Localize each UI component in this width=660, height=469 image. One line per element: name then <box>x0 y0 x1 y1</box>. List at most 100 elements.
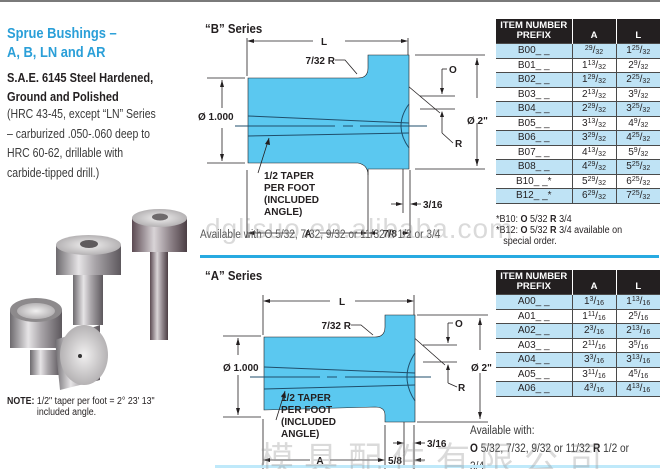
available-label: Available with: <box>470 425 535 437</box>
subtitle-line-2: Ground and Polished <box>7 89 119 104</box>
desc-line: HRC 60-62, drillable with <box>7 146 124 160</box>
l-cell: 525/32 <box>615 159 660 175</box>
sprue-bushings-photo <box>10 209 187 390</box>
small-diameter-label: Ø 1.000 <box>223 363 259 374</box>
l-cell: 45/16 <box>615 367 660 382</box>
fraction-value: 213/16 <box>626 325 651 337</box>
fraction-value: 113/32 <box>582 59 606 71</box>
bottom-divider <box>215 465 660 468</box>
col-header-a: A <box>571 270 616 295</box>
prefix-cell: B02_ _ <box>496 72 572 88</box>
l-cell: 325/32 <box>615 101 660 117</box>
a-cell: 413/32 <box>571 145 616 160</box>
desc-line: carbide-tipped drill.) <box>7 165 100 180</box>
fraction-value: 35/16 <box>628 339 649 351</box>
orifice-label: O <box>455 319 463 330</box>
table-row: B02_ _129/32 225/32 <box>496 72 660 88</box>
l-cell: 59/32 <box>615 145 660 160</box>
prefix-cell: B06_ _ <box>496 130 572 146</box>
taper-label: (INCLUDED <box>281 417 336 428</box>
l-cell: 113/16 <box>615 294 660 310</box>
prefix-cell: A03_ _ <box>496 338 572 353</box>
a-cell: 629/32 <box>571 188 616 204</box>
prefix-cell: B00_ _ <box>496 43 572 59</box>
a-cell: 313/32 <box>571 116 616 131</box>
recess-label: 3/16 <box>427 439 447 450</box>
a-cell: 229/32 <box>571 101 616 117</box>
fraction-value: 629/32 <box>582 190 606 202</box>
a-cell: 111/16 <box>571 309 616 324</box>
large-diameter-label: Ø 2" <box>467 116 488 127</box>
fraction-value: 211/16 <box>582 339 606 351</box>
fraction-value: 429/32 <box>582 161 606 173</box>
prefix-cell: B07_ _ <box>496 145 572 160</box>
col-header-l: L <box>615 270 660 295</box>
prefix-cell: B10_ _* <box>496 174 572 189</box>
a-cell: 529/32 <box>571 174 616 189</box>
fraction-value: 29/32 <box>584 45 604 57</box>
taper-label: 1/2 TAPER <box>281 393 332 404</box>
desc-line: – carburized .050-.060 deep to <box>7 126 151 141</box>
o-label: O <box>470 443 478 455</box>
a-dim-label: A <box>316 456 323 467</box>
a-cell: 211/16 <box>571 338 616 353</box>
length-label: L <box>321 38 327 48</box>
a-cell: 13/16 <box>571 294 616 310</box>
fraction-value: 213/32 <box>582 88 606 100</box>
note-text-cont: included angle. <box>36 407 97 418</box>
taper-label: (INCLUDED <box>264 195 319 206</box>
fraction-value: 325/32 <box>626 103 651 115</box>
fraction-value: 529/32 <box>582 175 606 187</box>
note-label: NOTE: <box>7 396 35 407</box>
fraction-value: 725/32 <box>626 190 651 202</box>
table-row: B05_ _ 313/32 49/32 <box>496 116 660 131</box>
fraction-value: 225/32 <box>626 74 651 86</box>
top-border <box>0 0 660 2</box>
fraction-value: 25/16 <box>628 310 649 322</box>
fraction-value: 29/32 <box>628 59 649 71</box>
l-cell: 413/16 <box>615 381 660 397</box>
fraction-value: 313/32 <box>582 117 606 129</box>
l-cell: 225/32 <box>615 72 660 88</box>
l-cell: 35/16 <box>615 338 660 353</box>
radius-label: 7/32 R <box>322 321 352 332</box>
l-cell: 213/16 <box>615 323 660 339</box>
a-cell: 311/16 <box>571 367 616 382</box>
l-cell: 25/16 <box>615 309 660 324</box>
taper-label: 1/2 TAPER <box>264 171 315 182</box>
a-cell: 29/32 <box>571 43 616 59</box>
fraction-value: 329/32 <box>582 132 606 144</box>
a-cell: 23/16 <box>571 323 616 339</box>
a-dim-label: A <box>304 229 311 238</box>
l-cell: 425/32 <box>615 130 660 146</box>
r-label: R <box>593 443 601 455</box>
a-cell: 129/32 <box>571 72 616 88</box>
l-cell: 29/32 <box>615 58 660 73</box>
a-available-block: Available with: O 5/32, 7/32, 9/32 or 11… <box>470 422 637 469</box>
a-cell: 33/16 <box>571 352 616 368</box>
fraction-value: 33/16 <box>583 354 605 366</box>
a-cell: 43/16 <box>571 381 616 397</box>
fraction-value: 45/16 <box>628 368 649 380</box>
col-header-l: L <box>615 19 660 44</box>
col-header-a: A <box>571 19 616 44</box>
prefix-cell: B04_ _ <box>496 101 572 117</box>
b-footnotes: *B10: O 5/32 R 3/4 *B12: O 5/32 R 3/4 av… <box>496 214 622 247</box>
r-label: R <box>458 383 466 394</box>
fraction-value: 49/32 <box>628 117 649 129</box>
b-available-text: Available with O 5/32, 7/32, 9/32 or 11/… <box>200 229 441 241</box>
footnote-b12: *B12: O 5/32 R 3/4 available on <box>496 225 623 236</box>
a-cell: 113/32 <box>571 58 616 73</box>
footnote-b10: *B10: O 5/32 R 3/4 <box>496 214 572 225</box>
fraction-value: 311/16 <box>582 368 606 380</box>
prefix-cell: B05_ _ <box>496 116 572 131</box>
